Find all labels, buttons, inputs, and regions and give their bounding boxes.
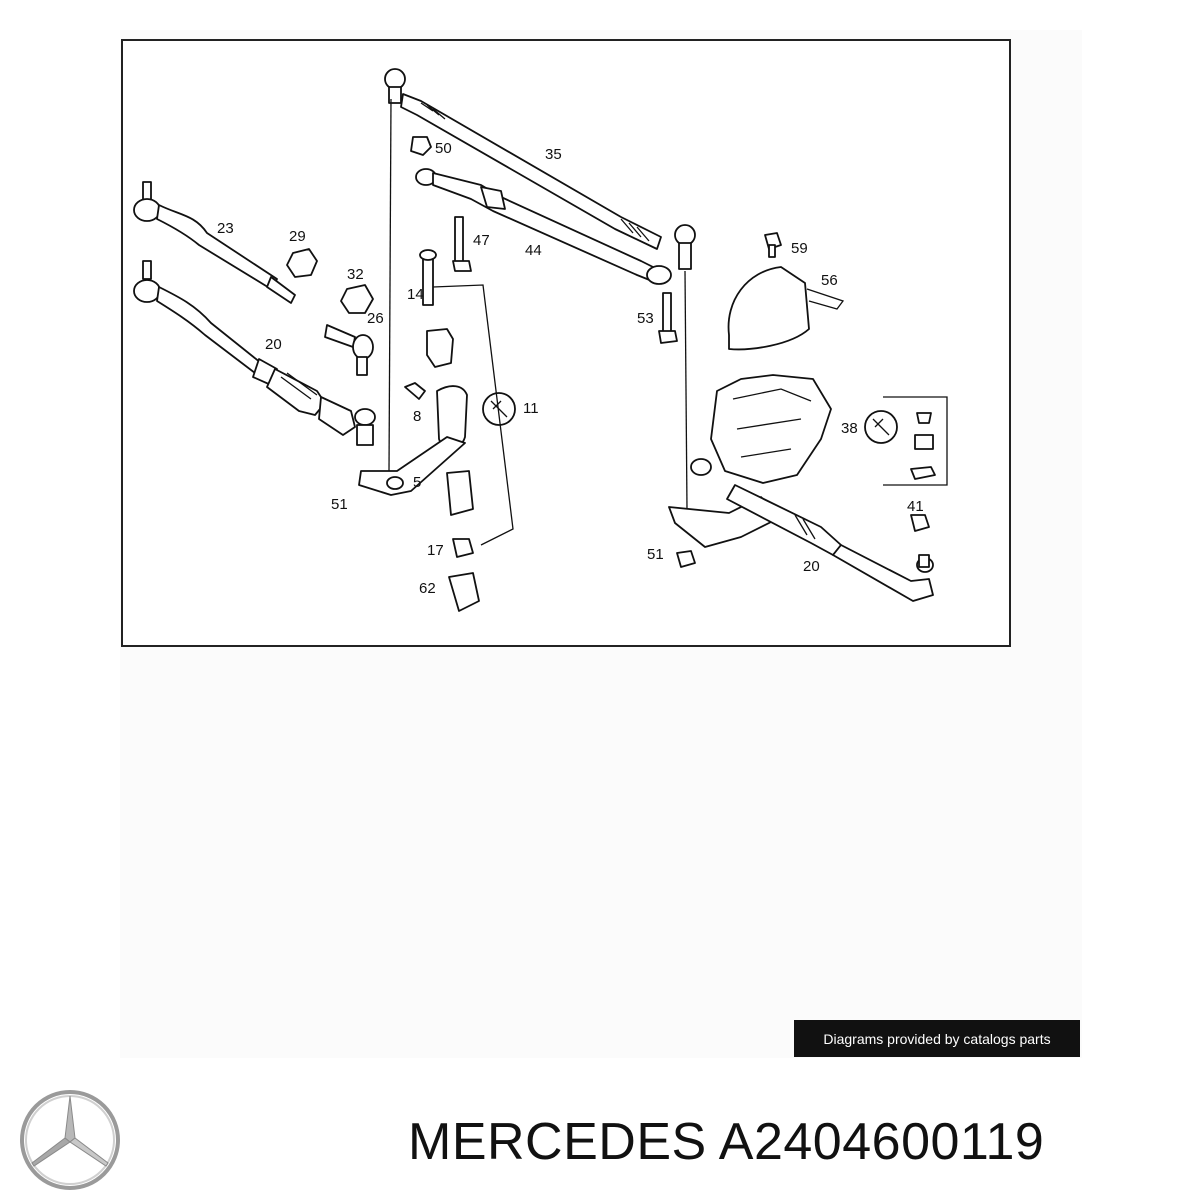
callout-20-right: 20: [803, 558, 820, 575]
callout-62: 62: [419, 580, 436, 597]
callout-labels: 35 50 23 29 47 44 59 32 56 14 26 53 20 1…: [217, 140, 924, 597]
callout-29: 29: [289, 228, 306, 245]
callout-56: 56: [821, 272, 838, 289]
steering-linkage-diagram: 35 50 23 29 47 44 59 32 56 14 26 53 20 1…: [133, 68, 948, 612]
callout-17: 17: [427, 542, 444, 559]
pitman-arm-drawing: [358, 98, 516, 612]
callout-38: 38: [841, 420, 858, 437]
small-parts-left: [286, 136, 472, 376]
callout-23: 23: [217, 220, 234, 237]
credit-badge: Diagrams provided by catalogs parts: [794, 1020, 1080, 1057]
callout-41: 41: [907, 498, 924, 515]
callout-14: 14: [407, 286, 424, 303]
callout-35: 35: [545, 146, 562, 163]
credit-label: Diagrams provided by catalogs parts: [823, 1030, 1051, 1047]
callout-50: 50: [435, 140, 452, 157]
tie-rod-20-left-drawing: [133, 260, 376, 446]
callout-53: 53: [637, 310, 654, 327]
steering-box-drawing: [658, 232, 948, 602]
tie-rod-35-drawing: [384, 68, 696, 270]
callout-11: 11: [523, 400, 539, 417]
part-caption: MERCEDES A2404600119: [408, 1113, 1045, 1171]
callout-32: 32: [347, 266, 364, 283]
callout-51-right: 51: [647, 546, 664, 563]
callout-26: 26: [367, 310, 384, 327]
diagram-frame: [121, 39, 1011, 647]
callout-47: 47: [473, 232, 490, 249]
callout-20-left: 20: [265, 336, 282, 353]
tie-rod-44-drawing: [415, 168, 672, 285]
callout-8: 8: [413, 408, 421, 425]
callout-5: 5: [413, 474, 421, 491]
tie-rod-23-drawing: [133, 181, 296, 304]
callout-44: 44: [525, 242, 542, 259]
callout-51-left: 51: [331, 496, 348, 513]
mercedes-star-icon: [20, 1090, 120, 1190]
callout-59: 59: [791, 240, 808, 257]
